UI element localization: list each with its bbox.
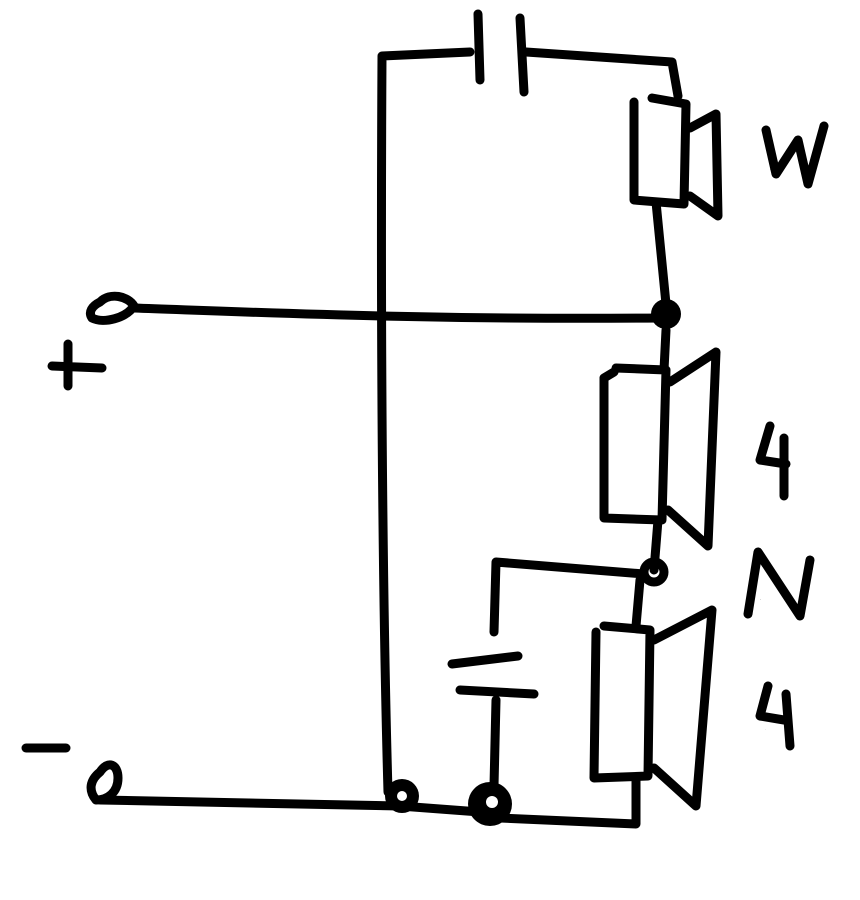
top-capacitor: [473, 9, 529, 97]
cap-lower-wire: [489, 695, 501, 791]
label-w: W: [761, 121, 829, 189]
junction-plus: [651, 299, 681, 329]
label-minus: -: [21, 743, 71, 753]
svg-text:+: +: [60, 358, 61, 361]
left-bus-wire: [376, 47, 475, 797]
negative-terminal: [86, 760, 485, 817]
junction-ground-right: [468, 782, 512, 826]
tweeter-lower-wire: [651, 197, 671, 309]
speaker-middle-icon: [599, 347, 721, 551]
svg-text:N: N: [760, 599, 761, 601]
label-4-bottom: 4: [755, 681, 795, 751]
mid-upper-wire: [659, 325, 671, 375]
label-4-middle: 4: [755, 421, 791, 501]
label-n: N: [743, 547, 815, 621]
svg-text:4: 4: [765, 469, 766, 471]
speaker-bottom-icon: [589, 605, 717, 811]
bottom-capacitor: [447, 651, 539, 699]
bottom-upper-wire: [631, 575, 645, 631]
positive-terminal: [85, 291, 665, 325]
label-plus: +: [47, 339, 107, 391]
svg-text:4: 4: [765, 729, 766, 731]
speaker-w-icon: [629, 93, 723, 221]
svg-text:W: W: [770, 169, 771, 171]
bottom-lower-wire: [495, 775, 641, 829]
junction-ground-left: [385, 779, 419, 813]
cap-branch-wire: [489, 557, 649, 637]
top-right-wire: [521, 47, 683, 101]
